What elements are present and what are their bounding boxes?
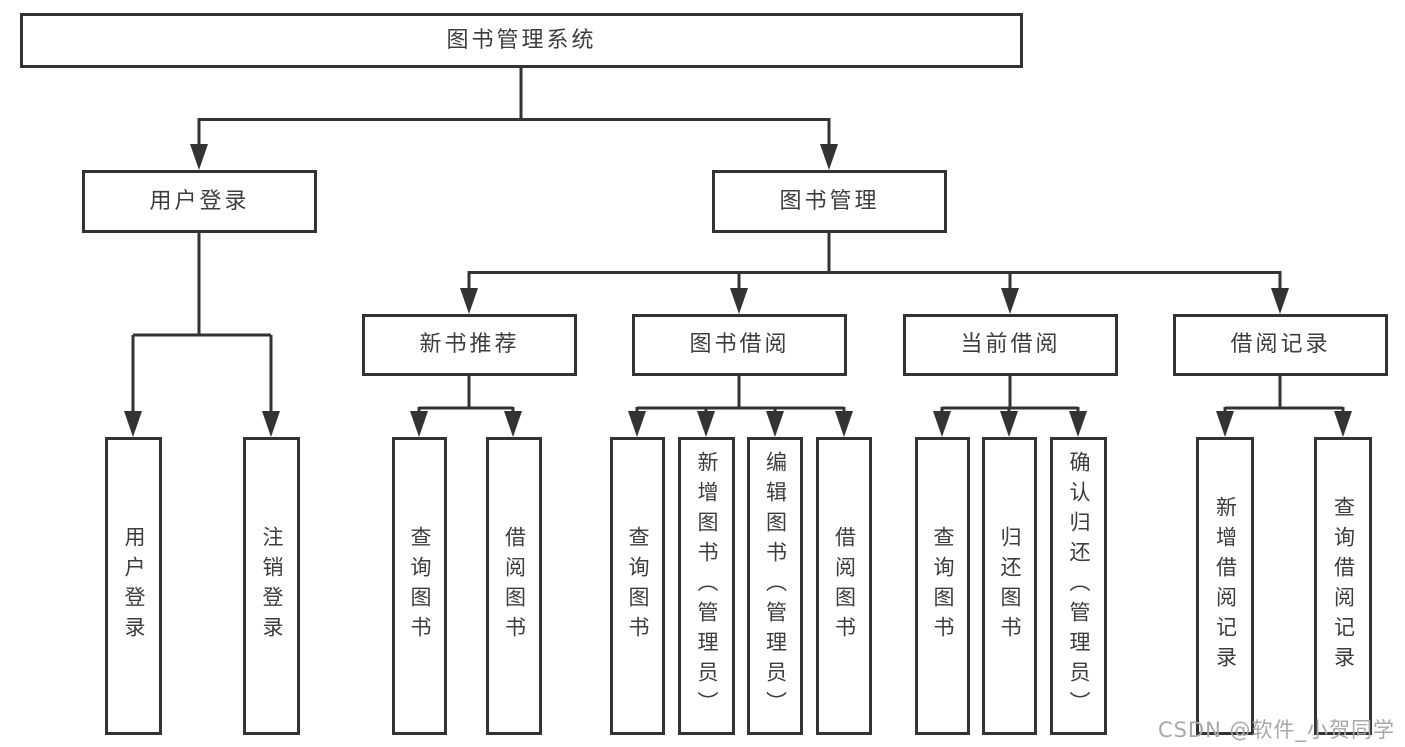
leaf-return-books: 归还图书 — [982, 437, 1037, 735]
node-user-login: 用户登录 — [82, 170, 317, 233]
node-new-book-recommendation: 新书推荐 — [362, 314, 577, 376]
leaf-query-books-current: 查询图书 — [915, 437, 970, 735]
node-library-management-system: 图书管理系统 — [20, 13, 1023, 68]
arrowheads — [124, 144, 1352, 437]
leaf-borrow-books: 借阅图书 — [816, 437, 872, 735]
node-current-borrowing: 当前借阅 — [903, 314, 1118, 376]
leaf-borrow-books-recommendation: 借阅图书 — [486, 437, 542, 735]
leaf-query-books-recommendation: 查询图书 — [392, 437, 447, 735]
node-book-borrowing: 图书借阅 — [632, 314, 847, 376]
csdn-watermark: CSDN @软件_小贺同学 — [1157, 718, 1395, 742]
leaf-query-borrowing-record: 查询借阅记录 — [1314, 437, 1372, 735]
leaf-add-books-admin: 新增图书（管理员） — [678, 437, 735, 735]
leaf-edit-books-admin: 编辑图书（管理员） — [747, 437, 803, 735]
leaf-confirm-return-admin: 确认归还（管理员） — [1050, 437, 1107, 735]
leaf-query-books-borrowing: 查询图书 — [610, 437, 665, 735]
leaf-logout: 注销登录 — [243, 437, 300, 735]
node-book-management: 图书管理 — [712, 170, 947, 233]
node-borrowing-records: 借阅记录 — [1173, 314, 1388, 376]
leaf-add-borrowing-record: 新增借阅记录 — [1196, 437, 1254, 735]
leaf-user-login: 用户登录 — [105, 437, 162, 735]
